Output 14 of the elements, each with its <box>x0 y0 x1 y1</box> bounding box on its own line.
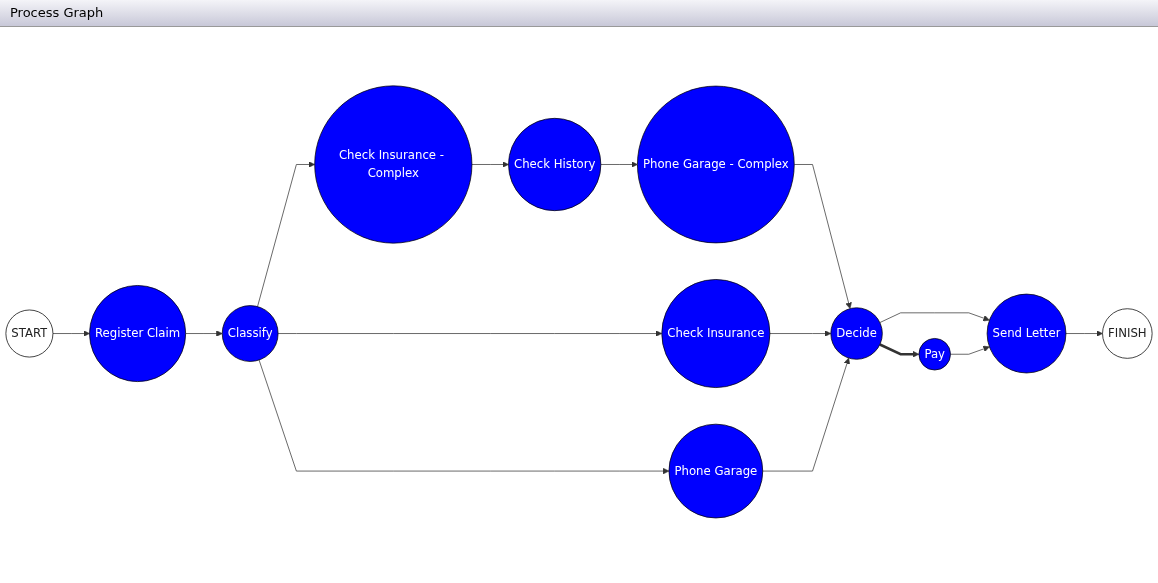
arrow <box>879 343 920 358</box>
window-title: Process Graph <box>0 0 1158 27</box>
node-circle: Check Insurance <box>661 279 771 389</box>
node-circle: Send Letter <box>986 293 1067 374</box>
node-circle: Decide <box>830 307 883 360</box>
node-circle: FINISH <box>1102 308 1153 359</box>
node-circle: Classify <box>221 305 279 362</box>
node-circle: Register Claim <box>89 285 187 383</box>
node-circle: Pay <box>918 338 951 371</box>
node-circle: START <box>5 309 54 358</box>
node-circle: Phone Garage - Complex <box>637 85 795 244</box>
node-circle: Phone Garage <box>668 423 764 519</box>
node-circle: Check Insurance - Complex <box>314 85 473 244</box>
node-circle: Check History <box>508 118 602 212</box>
